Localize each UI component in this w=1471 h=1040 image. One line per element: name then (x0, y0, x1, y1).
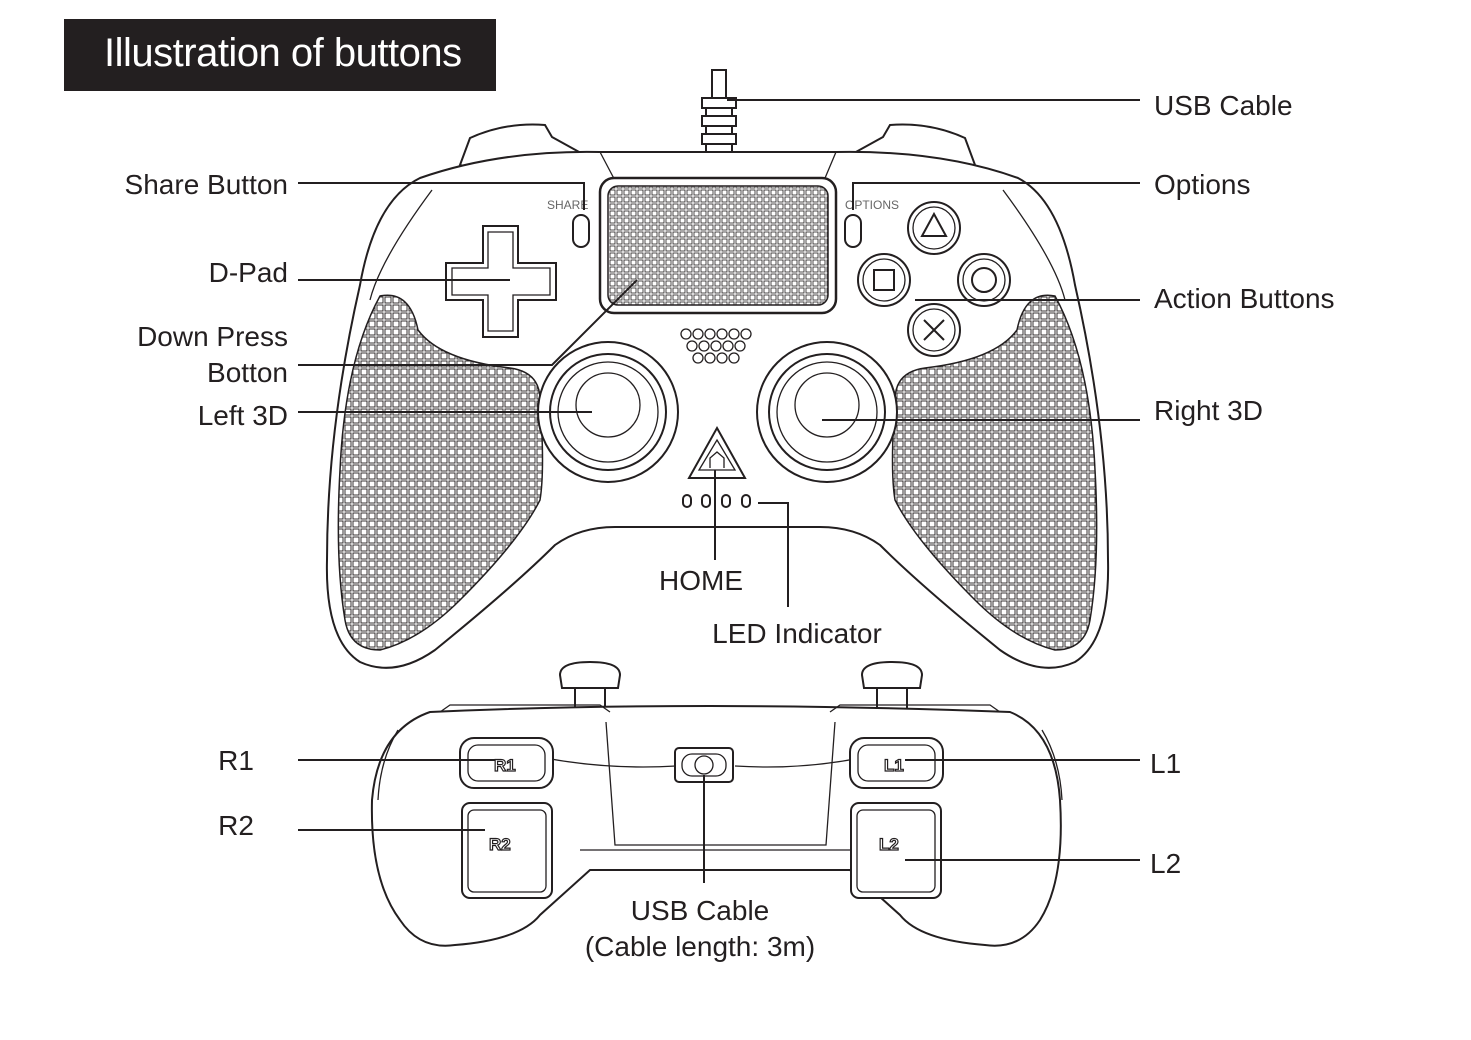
label-left-3d: Left 3D (198, 400, 288, 431)
options-text: OPTIONS (845, 198, 899, 212)
circle-button[interactable] (957, 253, 1011, 307)
r2-marking: R2 (489, 835, 511, 854)
page-title: Illustration of buttons (104, 31, 462, 75)
share-text: SHARE (547, 198, 588, 212)
label-options: Options (1154, 169, 1251, 200)
leader-lines (298, 99, 1140, 883)
label-r2: R2 (218, 810, 254, 841)
label-down-press-line2: Botton (207, 357, 288, 388)
label-r1: R1 (218, 745, 254, 776)
l1-marking: L1 (884, 756, 904, 775)
label-l1: L1 (1150, 748, 1181, 779)
options-button[interactable] (844, 214, 862, 248)
share-button[interactable] (572, 214, 590, 248)
l1-button[interactable]: L1 (849, 737, 944, 789)
label-usb-cable: USB Cable (1154, 90, 1293, 121)
top-controller: R1 L1 R2 L2 (370, 660, 1063, 947)
action-buttons (857, 201, 1011, 357)
label-down-press-line1: Down Press (137, 321, 288, 352)
r2-button[interactable]: R2 (461, 802, 553, 899)
label-home: HOME (659, 565, 743, 596)
square-button[interactable] (857, 253, 911, 307)
label-usb-cable-bottom: USB Cable (631, 895, 770, 926)
cross-button[interactable] (907, 303, 961, 357)
r1-marking: R1 (494, 756, 516, 775)
usb-cable-connector (701, 69, 737, 157)
right-analog-stick[interactable] (756, 341, 898, 483)
left-analog-stick[interactable] (537, 341, 679, 483)
left-grip (337, 294, 544, 651)
title-banner: Illustration of buttons (64, 19, 496, 91)
label-share-button: Share Button (125, 169, 288, 200)
r1-button[interactable]: R1 (459, 737, 554, 789)
label-cable-length: (Cable length: 3m) (585, 931, 815, 962)
label-action-buttons: Action Buttons (1154, 283, 1335, 314)
right-grip (891, 294, 1098, 651)
label-l2: L2 (1150, 848, 1181, 879)
l2-marking: L2 (879, 835, 899, 854)
d-pad[interactable] (445, 225, 557, 338)
l2-button[interactable]: L2 (850, 802, 942, 899)
label-d-pad: D-Pad (209, 257, 288, 288)
label-right-3d: Right 3D (1154, 395, 1263, 426)
label-led-indicator: LED Indicator (712, 618, 882, 649)
triangle-button[interactable] (907, 201, 961, 255)
speaker-grille (680, 328, 752, 364)
home-button[interactable] (687, 425, 747, 479)
front-controller: SHARE OPTIONS (325, 69, 1110, 669)
led-indicators (682, 494, 751, 508)
